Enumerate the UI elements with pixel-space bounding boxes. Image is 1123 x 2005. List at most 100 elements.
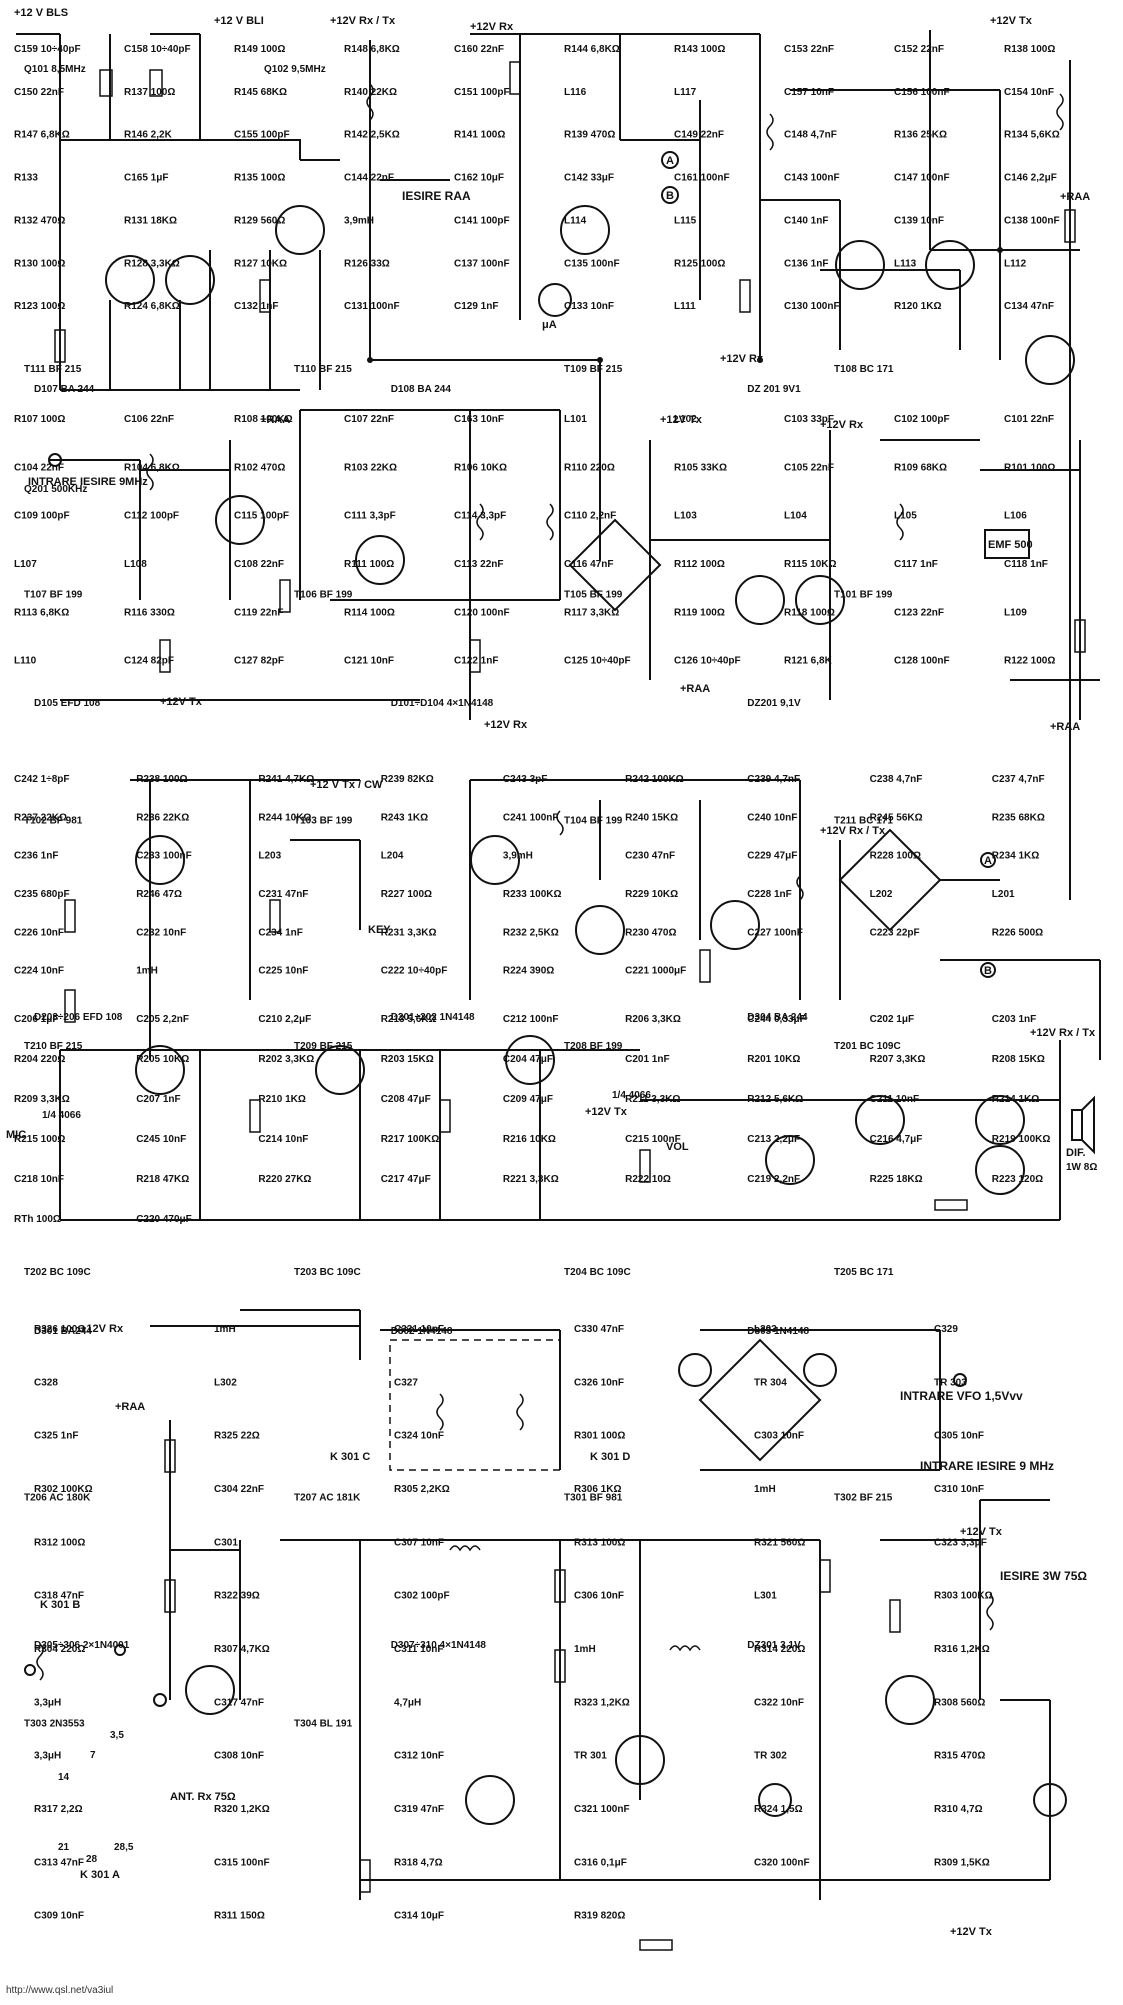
component-if-label: C117 1nF <box>894 559 938 570</box>
component-tx-label: L302 <box>214 1377 237 1388</box>
component-af-label: C210 2,2μF <box>258 1014 311 1025</box>
component-if-label: R113 6,8KΩ <box>14 607 69 618</box>
component-mid-label: C221 1000μF <box>625 966 686 977</box>
component-top-label: C157 10nF <box>784 87 834 98</box>
supply-label-rxtx-top: +12V Rx / Tx <box>330 15 396 27</box>
component-top-label: C149 22nF <box>674 130 724 141</box>
component-if-label: C113 22nF <box>454 559 503 570</box>
transistors-label: T102 BF 981 <box>24 815 83 826</box>
component-top-label: C160 22nF <box>454 44 504 55</box>
component-tx-label: C326 10nF <box>574 1377 624 1388</box>
component-mid-label: R226 500Ω <box>992 927 1043 938</box>
supply-label-raa-right: +RAA <box>1050 721 1080 733</box>
transistors-label: T207 AC 181K <box>294 1493 361 1504</box>
component-tx-label: C325 1nF <box>34 1431 78 1442</box>
component-tx-label: C330 47nF <box>574 1324 624 1335</box>
component-if-label: C111 3,3pF <box>344 511 396 522</box>
component-tx-label: R305 2,2KΩ <box>394 1484 450 1495</box>
component-tx-label: C310 10nF <box>934 1484 984 1495</box>
component-if-label: R109 68KΩ <box>894 462 947 473</box>
component-mid-label: R237 22KΩ <box>14 812 67 823</box>
component-top-label: R133 <box>14 173 38 184</box>
component-tx-label: R318 4,7Ω <box>394 1857 443 1868</box>
transistors-label: T208 BF 199 <box>564 1041 623 1052</box>
component-tx-label: 1mH <box>214 1324 236 1335</box>
diodes-label: D101÷D104 4×1N4148 <box>391 698 494 709</box>
label-k301b: K 301 B <box>40 1599 80 1611</box>
component-top-label: C138 100nF <box>1004 215 1060 226</box>
component-af-label: C244 0,33μF <box>747 1014 805 1025</box>
component-mid-label: R235 68KΩ <box>992 812 1045 823</box>
component-if-label: L103 <box>674 511 697 522</box>
component-if-label: L106 <box>1004 511 1027 522</box>
label-key: KEY <box>368 924 391 936</box>
component-tx-label: R325 22Ω <box>214 1431 260 1442</box>
transistors-label: T302 BF 215 <box>834 1493 893 1504</box>
component-if-label: C122 1nF <box>454 656 498 667</box>
component-if-label: C118 1nF <box>1004 559 1048 570</box>
component-tx-label: C319 47nF <box>394 1804 444 1815</box>
label-4066-a: 1/4 4066 <box>42 1110 81 1121</box>
component-top-label: C133 10nF <box>564 301 614 312</box>
transistors-label: T110 BF 215 <box>294 364 352 375</box>
component-af-label: C207 1nF <box>136 1094 180 1105</box>
component-tx-label: R309 1,5KΩ <box>934 1857 990 1868</box>
component-if-label: R116 330Ω <box>124 607 175 618</box>
component-mid-label: R233 100KΩ <box>503 889 562 900</box>
component-if-label: C121 10nF <box>344 656 394 667</box>
component-if-label: C106 22nF <box>124 414 174 425</box>
component-if-label: C114 3,3pF <box>454 511 506 522</box>
component-if-label: C105 22nF <box>784 462 834 473</box>
label-band-21: 21 <box>58 1842 70 1853</box>
component-if-label: C103 33pF <box>784 414 834 425</box>
component-top-label: R124 6,8KΩ <box>124 301 180 312</box>
supply-label-rxtx-mid: +12V Rx / Tx <box>820 825 886 837</box>
component-tx-label: 1mH <box>754 1484 776 1495</box>
label-band-28: 28 <box>86 1854 98 1865</box>
component-tx-label: R303 100KΩ <box>934 1591 993 1602</box>
component-top-label: R136 25KΩ <box>894 130 947 141</box>
component-top-label: L113 <box>894 258 917 269</box>
component-tx-label: R321 560Ω <box>754 1537 805 1548</box>
label-node-b-mid: B <box>984 965 992 977</box>
component-mid-label: 3,9mH <box>503 851 533 862</box>
component-if-label: L104 <box>784 511 807 522</box>
transistors-label: T205 BC 171 <box>834 1267 894 1278</box>
component-tx-label: R304 220Ω <box>34 1644 85 1655</box>
source-url: http://www.qsl.net/va3iul <box>6 1985 114 1996</box>
component-tx-label: C303 10nF <box>754 1431 804 1442</box>
label-io-9mhz: INTRARE IESIRE 9 MHz <box>920 1459 1054 1473</box>
component-top-label: R146 2,2K <box>124 130 173 141</box>
component-if-label: C102 100pF <box>894 414 950 425</box>
component-top-label: C165 1μF <box>124 173 168 184</box>
component-af-label: C216 4,7μF <box>870 1134 923 1145</box>
component-tx-label: R312 100Ω <box>34 1537 85 1548</box>
supply-label-raa-bottom: +RAA <box>680 683 710 695</box>
component-top-label: C148 4,7nF <box>784 130 837 141</box>
component-af-label: R214 1KΩ <box>992 1094 1040 1105</box>
component-mid-label: C233 100nF <box>136 851 192 862</box>
component-mid-label: R239 82KΩ <box>381 774 434 785</box>
component-mid-label: C236 1nF <box>14 851 58 862</box>
component-af-label: RTh 100Ω <box>14 1214 61 1225</box>
component-af-label: R213 5,6KΩ <box>381 1014 437 1025</box>
component-if-label: R119 100Ω <box>674 607 725 618</box>
component-af-label: C219 2,2nF <box>747 1174 800 1185</box>
component-if-label: C116 47nF <box>564 559 613 570</box>
component-top-label: R134 5,6KΩ <box>1004 130 1060 141</box>
component-top-label: C132 1nF <box>234 301 278 312</box>
component-tx-label: C324 10nF <box>394 1431 444 1442</box>
component-if-label: C128 100nF <box>894 656 950 667</box>
component-if-label: C124 82pF <box>124 656 174 667</box>
label-k301a: K 301 A <box>80 1869 120 1881</box>
supply-label-bli: +12 V BLI <box>214 15 264 27</box>
component-mid-label: C241 100nF <box>503 812 559 823</box>
component-top-label: L115 <box>674 215 697 226</box>
component-if-label: L107 <box>14 559 37 570</box>
component-mid-label: 1mH <box>136 966 158 977</box>
component-top-label: R139 470Ω <box>564 130 615 141</box>
component-tx-label: C309 10nF <box>34 1911 84 1922</box>
transistors-label: T303 2N3553 <box>24 1718 85 1729</box>
component-tx-label: TR 303 <box>934 1377 967 1388</box>
component-mid-label: C227 100nF <box>747 927 803 938</box>
